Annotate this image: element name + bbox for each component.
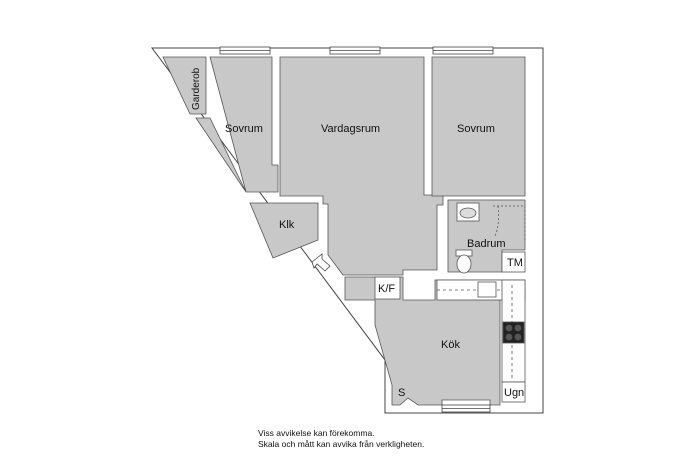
windows-top (219, 46, 494, 413)
label-kf: K/F (378, 283, 395, 295)
label-sovrum-left: Sovrum (225, 123, 263, 135)
label-klk: Klk (279, 219, 295, 231)
entrance-arrow-icon (311, 253, 331, 272)
bathroom-fixtures (455, 202, 526, 274)
label-badrum: Badrum (467, 238, 506, 250)
label-garderob: Garderob (191, 67, 202, 110)
disclaimer-line-2: Skala och mått kan avvika från verklighe… (258, 439, 425, 449)
tm-box (501, 251, 526, 273)
sovrum-left-floor (195, 56, 279, 193)
disclaimer: Viss avvikelse kan förekomma. Skala och … (258, 428, 424, 450)
garderob-floor (162, 56, 207, 115)
kitchen-fixtures (374, 276, 526, 403)
label-vardagsrum: Vardagsrum (321, 123, 380, 135)
kitchen-sink (477, 281, 497, 298)
disclaimer-line-1: Viss avvikelse kan förekomma. (258, 428, 375, 438)
sovrum-right-floor (431, 56, 526, 197)
kok-floor (344, 276, 501, 406)
floor-areas (162, 56, 526, 406)
label-s: S (398, 387, 405, 399)
stove (502, 321, 525, 344)
label-sovrum-right: Sovrum (457, 123, 495, 135)
label-ugn: Ugn (504, 387, 524, 399)
label-kok: Kök (441, 339, 460, 351)
ugn-box (501, 381, 526, 403)
kf-box (374, 276, 401, 300)
label-tm: TM (507, 257, 523, 269)
shower (493, 205, 526, 240)
klk-floor (249, 202, 319, 259)
